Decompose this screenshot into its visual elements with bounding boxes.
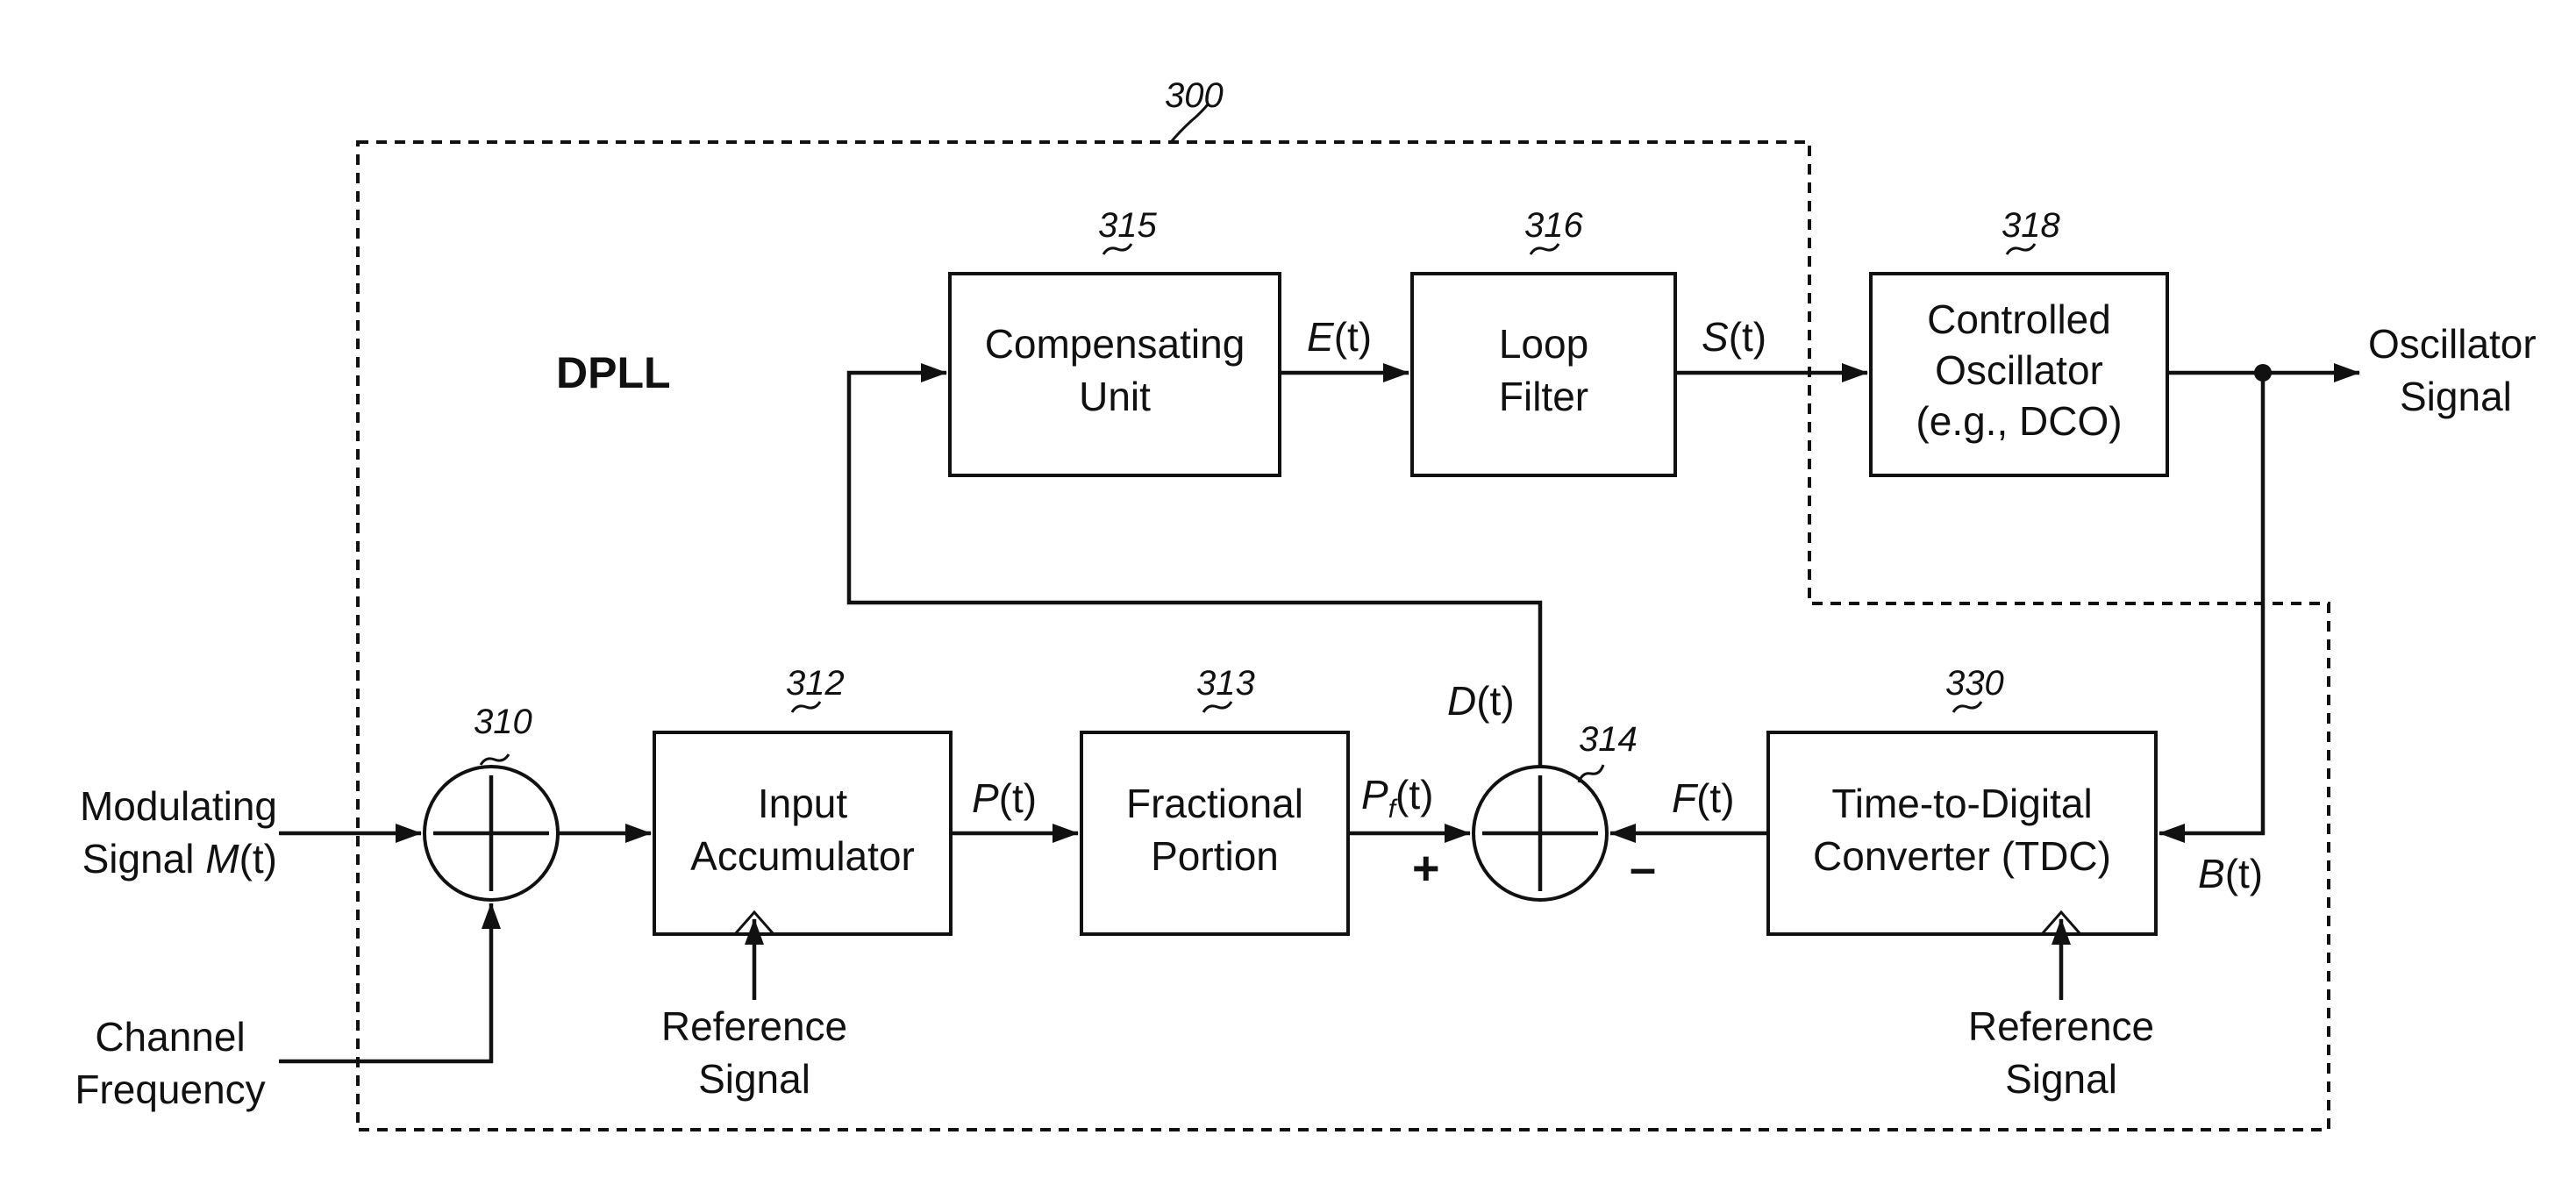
loop-filter-label-2: Filter [1499,374,1588,419]
tdc-label-1: Time-to-Digital [1831,781,2092,826]
modulating-signal-label-2: Signal M(t) [82,836,277,882]
ref-310-leader [481,754,509,765]
signal-s-label: S(t) [1702,314,1766,360]
ref-313-leader [1203,702,1231,712]
compensating-unit-label-2: Unit [1079,374,1151,419]
signal-f-label: F(t) [1672,775,1735,821]
adder-314-minus-sign: – [1630,842,1656,895]
ref-313: 313 [1196,664,1255,703]
modulating-signal-label-1: Modulating [80,783,277,829]
wire-b-feedback [2159,373,2263,833]
reference-signal-right-1: Reference [1968,1003,2154,1049]
ref-316-leader [1531,244,1559,254]
oscillator-signal-label-1: Oscillator [2368,321,2537,367]
ref-315-leader [1103,244,1131,254]
signal-p-label: P(t) [972,775,1037,821]
fractional-portion-label-2: Portion [1151,833,1279,879]
ref-314: 314 [1579,720,1638,759]
wire-channel-frequency [279,903,491,1061]
tdc-label-2: Converter (TDC) [1813,833,2111,879]
loop-filter-label-1: Loop [1499,321,1588,367]
ref-312: 312 [786,664,845,703]
ref-330: 330 [1945,664,2004,703]
oscillator-label-3: (e.g., DCO) [1916,398,2122,444]
oscillator-label-1: Controlled [1927,296,2111,342]
signal-d-label: D(t) [1447,678,1515,724]
compensating-unit-label-1: Compensating [985,321,1245,367]
ref-316: 316 [1524,206,1583,245]
ref-318: 318 [2002,206,2060,245]
oscillator-label-2: Oscillator [1935,347,2103,393]
oscillator-signal-label-2: Signal [2400,374,2512,419]
dpll-title: DPLL [556,348,671,397]
ref-312-leader [792,702,820,712]
signal-e-label: E(t) [1307,314,1372,360]
reference-signal-left-2: Signal [698,1056,810,1102]
input-accumulator-label-2: Accumulator [690,833,915,879]
channel-frequency-label-2: Frequency [75,1067,265,1112]
ref-315: 315 [1098,206,1157,245]
ref-300: 300 [1165,76,1224,115]
reference-signal-right-2: Signal [2005,1056,2117,1102]
ref-330-leader [1953,702,1981,712]
ref-310: 310 [474,703,532,741]
channel-frequency-label-1: Channel [95,1014,245,1060]
fractional-portion-label-1: Fractional [1126,781,1303,826]
ref-318-leader [2007,244,2035,254]
signal-b-label: B(t) [2198,851,2263,896]
signal-pf-label: Pf(t) [1361,772,1433,824]
adder-314-plus-sign: + [1412,842,1440,895]
input-accumulator-label-1: Input [758,781,848,826]
reference-signal-left-1: Reference [661,1003,847,1049]
